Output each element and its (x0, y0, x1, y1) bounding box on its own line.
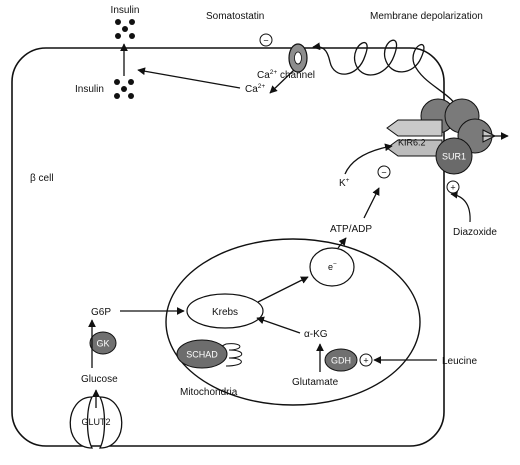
kir62-subunit-top (386, 119, 443, 137)
diazoxide-arrow (450, 191, 471, 223)
cell-membrane (11, 47, 445, 447)
alpha-kg-to-krebs-arrow (256, 316, 301, 334)
katp-inhibit-sign (377, 165, 391, 179)
schad-enzyme (176, 339, 228, 369)
atp-adp-label: ATP/ADP (330, 224, 372, 235)
insulin-top-label: Insulin (111, 5, 140, 16)
glucokinase-enzyme (89, 331, 117, 355)
insulin-left-label: Insulin (75, 84, 104, 95)
insulin-granules-secreted (115, 19, 135, 39)
krebs-label: Krebs (212, 307, 238, 318)
electron-to-atp-arrow (337, 237, 347, 249)
electron-label: e− (328, 261, 337, 272)
katp-inhibit-symbol: − (381, 168, 386, 178)
somatostatin-inhibit-symbol: − (263, 36, 268, 46)
krebs-cycle (186, 293, 264, 329)
gdh-label: GDH (331, 356, 351, 366)
sur1-label: SUR1 (442, 152, 466, 162)
leucine-label: Leucine (442, 356, 477, 367)
calcium-influx-arrow (269, 69, 295, 94)
mitochondrion-outline (165, 238, 421, 406)
sur1-subunit-front (435, 137, 473, 175)
g6p-label: G6P (91, 307, 111, 318)
alpha-kg-label: α-KG (304, 329, 328, 340)
mitochondria-label: Mitochondria (180, 387, 238, 398)
atp-to-katp-arrow (363, 187, 380, 219)
schad-label: SCHAD (186, 350, 218, 360)
glut2-label: GLUT2 (81, 417, 110, 427)
glucose-label: Glucose (81, 374, 118, 385)
depolarization-wave (312, 39, 461, 113)
somatostatin-inhibit-sign (259, 33, 273, 47)
calcium-channel-pore (294, 51, 302, 65)
insulin-granules-stored (114, 79, 134, 99)
potassium-to-channel-arrow (344, 143, 393, 175)
gdh-enzyme (324, 348, 358, 372)
cristae-folds (221, 343, 243, 367)
glutamate-label: Glutamate (292, 377, 339, 388)
calcium-to-insulin-arrow (137, 67, 241, 89)
glut2-transporter (69, 396, 123, 449)
membrane-depolarization-label: Membrane depolarization (370, 11, 483, 22)
calcium-channel-label: Ca2+ channel (257, 69, 315, 81)
calcium-ion-label: Ca2+ (245, 83, 265, 95)
katp-channel (386, 98, 497, 175)
gdh-activate-symbol: + (363, 356, 368, 366)
gdh-activate-sign (359, 353, 373, 367)
kir62-label: KIR6.2 (398, 138, 426, 148)
electron-transport-chain (309, 247, 355, 287)
potassium-ion-label: K+ (339, 177, 350, 189)
beta-cell-label: β cell (30, 173, 54, 184)
diazoxide-activate-symbol: + (450, 183, 455, 193)
diazoxide-label: Diazoxide (453, 227, 497, 238)
somatostatin-label: Somatostatin (206, 11, 264, 22)
krebs-to-electron-arrow (257, 276, 309, 303)
gk-label: GK (96, 339, 109, 349)
